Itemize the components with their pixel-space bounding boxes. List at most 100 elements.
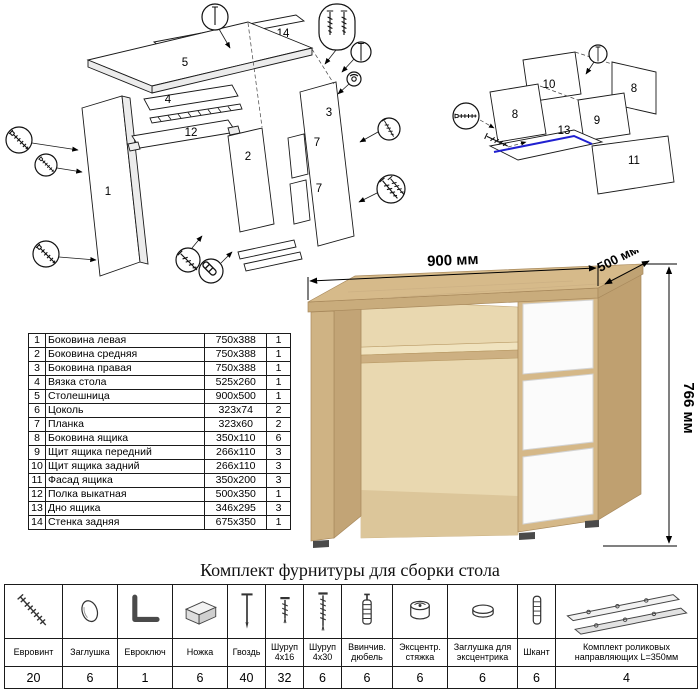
callout-screws-top-right [318, 3, 356, 65]
part-number: 4 [28, 375, 46, 390]
hardware-name: Заглушка [62, 638, 118, 667]
furniture-foot-icon [184, 600, 217, 625]
part-number: 13 [28, 501, 46, 516]
drawer-part-front [577, 92, 631, 142]
part-number: 12 [28, 487, 46, 502]
part-size: 750x388 [204, 333, 268, 348]
part-name: Боковина средняя [44, 347, 206, 362]
part-name: Дно ящика [44, 501, 206, 516]
height-dimension-label: 766 мм [680, 382, 695, 433]
part-label-shelf: 12 [185, 127, 198, 139]
width-dimension: 900 мм [307, 251, 599, 300]
part-qty: 3 [266, 445, 291, 460]
screw-small-icon [279, 596, 290, 623]
cam-cap-icon [471, 603, 494, 618]
callout-dowel-bottom [198, 251, 233, 284]
width-dimension-label: 900 мм [427, 251, 479, 270]
hardware-icon-cell [4, 584, 63, 639]
hardware-icon-cell [117, 584, 173, 639]
alignment-line [539, 85, 579, 101]
desk-pedestal-side [597, 271, 642, 521]
hardware-name: Ножка [172, 638, 228, 667]
callout-confirmat-left-2 [34, 153, 83, 177]
hardware-kit-table: Евровинт Заглушка Евроключ Ножка Гвоздь … [4, 584, 698, 689]
drawer-part-facade [591, 135, 675, 195]
hardware-qty: 6 [447, 666, 518, 689]
part-qty: 3 [266, 501, 291, 516]
part-name: Боковина ящика [44, 431, 206, 446]
loose-screw [484, 132, 527, 150]
part-number: 9 [28, 445, 46, 460]
hardware-name: Шуруп 4х30 [303, 638, 342, 667]
callout-nail-drawer [585, 44, 608, 75]
hardware-icon-cell [341, 584, 393, 639]
hardware-qty: 20 [4, 666, 63, 689]
part-number: 8 [28, 431, 46, 446]
part-name: Цоколь [44, 403, 206, 418]
drawer-label-bottom: 13 [558, 125, 571, 137]
desk-render: 900 мм 500 мм 766 мм [307, 250, 695, 548]
hardware-qty: 6 [517, 666, 556, 689]
hardware-names-row: Евровинт Заглушка Евроключ Ножка Гвоздь … [4, 638, 698, 667]
hardware-qty: 1 [117, 666, 173, 689]
part-left-side-panel [81, 95, 149, 277]
hardware-icon-cell [447, 584, 518, 639]
part-size: 266x110 [204, 459, 268, 474]
hardware-icon-cell [392, 584, 448, 639]
part-name: Вязка стола [44, 375, 206, 390]
part-qty: 1 [266, 487, 291, 502]
desk-drawer-front-2 [522, 373, 594, 451]
desk-left-panel-inner [333, 297, 362, 539]
hardware-name: Комплект роликовых направляющих L=350мм [555, 638, 698, 667]
hardware-name: Гвоздь [227, 638, 266, 667]
desk-drawer-front-1 [522, 299, 594, 375]
hardware-qty: 4 [555, 666, 698, 689]
part-label-plank-upper: 7 [314, 137, 320, 149]
hardware-name: Евровинт [4, 638, 63, 667]
part-name: Полка выкатная [44, 487, 206, 502]
part-qty: 3 [266, 473, 291, 488]
hardware-icon-cell [265, 584, 304, 639]
part-size: 900x500 [204, 389, 268, 404]
callout-screws-right-2 [358, 174, 407, 204]
part-name: Стенка задняя [44, 515, 206, 530]
part-plinth-strips [237, 239, 303, 272]
hardware-icon-cell [62, 584, 118, 639]
part-number: 11 [28, 473, 46, 488]
roller-slides-icon [565, 593, 688, 635]
hardware-icons-row [4, 584, 698, 639]
callout-confirmat-drawer [452, 102, 495, 130]
hardware-name: Эксцентр. стяжка [392, 638, 448, 667]
wood-dowel-icon [532, 595, 541, 625]
part-right-side-panel [299, 81, 355, 247]
part-qty: 6 [266, 431, 291, 446]
desk-drawer-front-3 [522, 447, 594, 525]
part-qty: 1 [266, 333, 291, 348]
part-number: 3 [28, 361, 46, 376]
part-qty: 1 [266, 389, 291, 404]
part-plank-lower [289, 179, 311, 225]
part-qty: 1 [266, 361, 291, 376]
desk-interior-shadow [361, 490, 518, 538]
hardware-icon-cell [555, 584, 698, 639]
part-label-right-side: 3 [326, 107, 332, 119]
part-label-left-side: 1 [105, 186, 111, 198]
callout-confirmat-left-3 [32, 240, 97, 268]
desk-left-panel [310, 310, 335, 542]
alignment-line [311, 48, 335, 85]
part-name: Боковина правая [44, 361, 206, 376]
part-number: 1 [28, 333, 46, 348]
part-qty: 2 [266, 417, 291, 432]
part-label-middle-side: 2 [245, 151, 251, 163]
confirmat-screw-icon [16, 593, 46, 626]
